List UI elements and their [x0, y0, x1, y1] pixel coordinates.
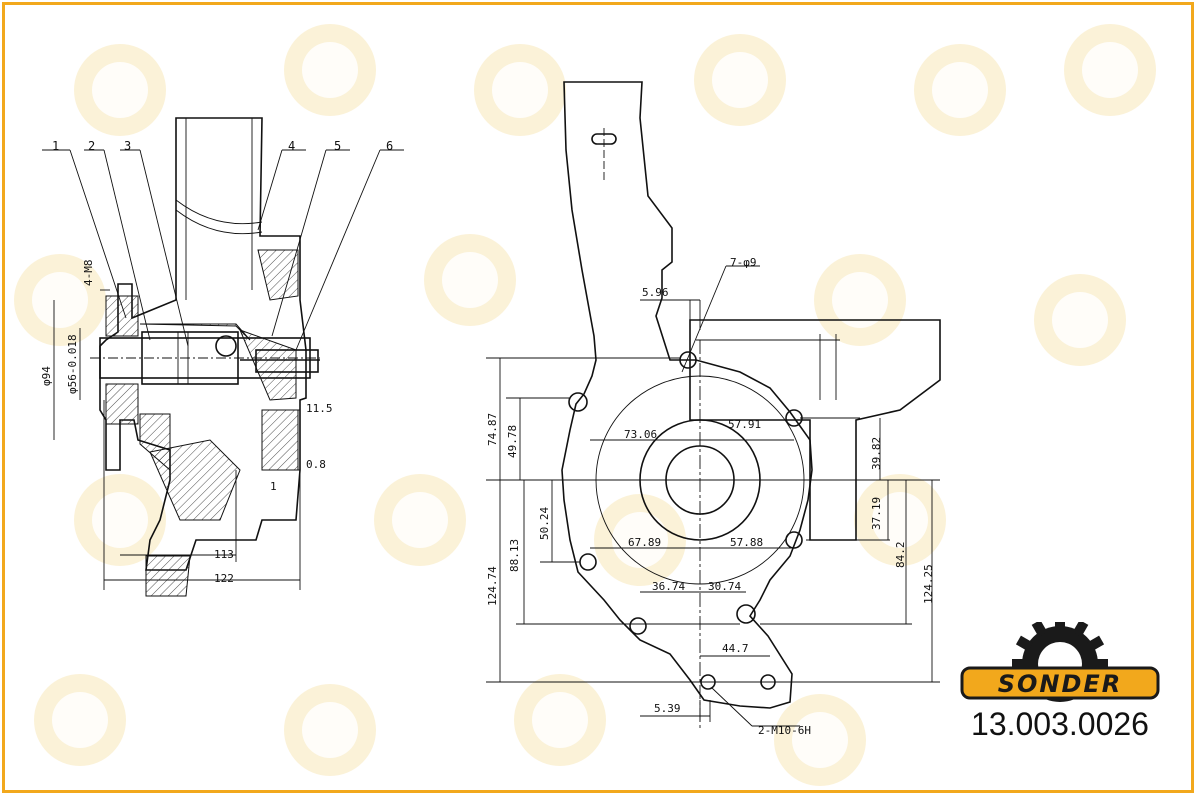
callout-5: 5: [334, 139, 341, 153]
callout-6: 6: [386, 139, 393, 153]
front-view: [486, 81, 941, 730]
dim-84-2: 84.2: [894, 542, 907, 569]
dim-67-89: 67.89: [628, 536, 661, 549]
dim-57-88: 57.88: [730, 536, 763, 549]
dim-thread-m8: 4-M8: [82, 260, 95, 287]
dim-124-74: 124.74: [486, 566, 499, 606]
dim-0-8: 0.8: [306, 458, 326, 471]
front-view-dimensions: 7-φ9 5.96 74.87 49.78 73.06 57.91 39.82 …: [486, 256, 935, 737]
brand-logo: SONDER: [958, 616, 1162, 712]
callout-4: 4: [288, 139, 295, 153]
dim-124-25: 124.25: [922, 564, 935, 604]
dim-5-96: 5.96: [642, 286, 669, 299]
dim-phi94: φ94: [40, 366, 53, 386]
dim-5-39: 5.39: [654, 702, 681, 715]
part-number: 13.003.0026: [971, 706, 1149, 742]
dim-74-87: 74.87: [486, 413, 499, 446]
callouts: 1 2 3 4 5 6: [52, 139, 393, 153]
dim-hole-7: 7-φ9: [730, 256, 757, 269]
dim-phi56: φ56-0.018: [66, 334, 79, 394]
dim-88-13: 88.13: [508, 539, 521, 572]
dim-36-74: 36.74: [652, 580, 685, 593]
dim-39-82: 39.82: [870, 437, 883, 470]
dim-57-91: 57.91: [728, 418, 761, 431]
dim-1: 1: [270, 480, 277, 493]
dim-73-06: 73.06: [624, 428, 657, 441]
dim-44-7: 44.7: [722, 642, 749, 655]
dim-11-5: 11.5: [306, 402, 333, 415]
side-view: [42, 117, 404, 597]
dim-50-24: 50.24: [538, 507, 551, 540]
dim-30-74: 30.74: [708, 580, 741, 593]
dim-thread-m10: 2-M10-6H: [758, 724, 811, 737]
dim-37-19: 37.19: [870, 497, 883, 530]
callout-2: 2: [88, 139, 95, 153]
dim-49-78: 49.78: [506, 425, 519, 458]
callout-1: 1: [52, 139, 59, 153]
callout-3: 3: [124, 139, 131, 153]
brand-name: SONDER: [997, 670, 1123, 698]
gear-icon: [960, 616, 1160, 702]
dim-113: 113: [214, 548, 234, 561]
side-view-dimensions: 4-M8 φ94 φ56-0.018 11.5 0.8 1 113 122: [40, 260, 333, 586]
dim-122: 122: [214, 572, 234, 585]
